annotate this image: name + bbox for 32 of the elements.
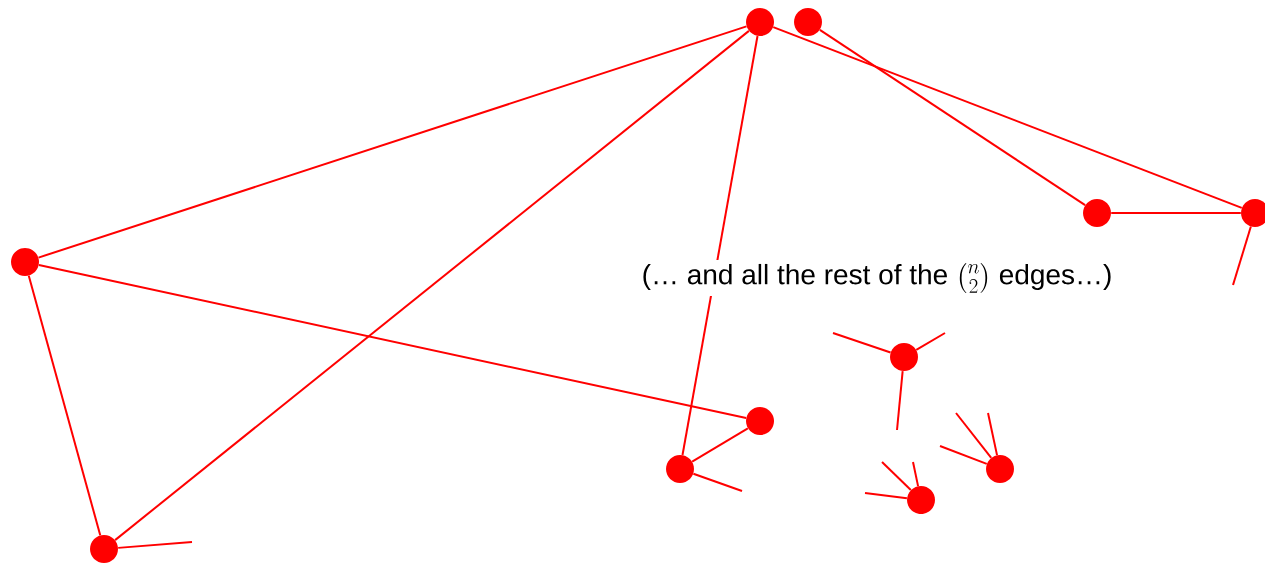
line (987, 412, 999, 457)
line (896, 370, 904, 431)
note-text: (… and all the rest of the $\binom{n}{2}$ edges…) (638, 260, 1116, 296)
dot (746, 8, 774, 36)
line (691, 427, 749, 463)
line (772, 26, 1243, 209)
dot (794, 8, 822, 36)
line (912, 461, 920, 488)
dot (11, 248, 39, 276)
line (915, 332, 946, 351)
line (955, 412, 993, 459)
line (832, 332, 892, 354)
dot (986, 455, 1014, 483)
dot (666, 455, 694, 483)
dot (746, 407, 774, 435)
line (37, 264, 748, 419)
line (864, 492, 908, 500)
dot (890, 343, 918, 371)
line (881, 461, 912, 492)
dot (1083, 199, 1111, 227)
line (681, 34, 759, 456)
line (939, 445, 988, 465)
dot (90, 535, 118, 563)
line (1110, 212, 1242, 214)
line (114, 29, 750, 542)
line (37, 25, 748, 259)
line (117, 541, 193, 549)
line (1232, 225, 1252, 286)
line (692, 472, 743, 492)
line (818, 28, 1087, 207)
dot (907, 486, 935, 514)
line (27, 274, 102, 537)
